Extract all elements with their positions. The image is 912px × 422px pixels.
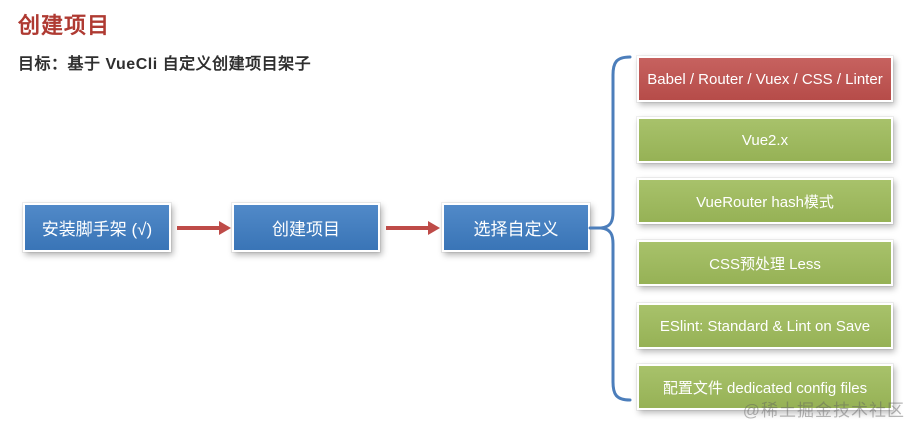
watermark: @稀土掘金技术社区 (742, 401, 905, 420)
option-box-router-mode: VueRouter hash模式 (637, 178, 893, 224)
option-box-vue-version: Vue2.x (637, 117, 893, 163)
step-label: 选择自定义 (473, 220, 559, 239)
option-label: CSS预处理 Less (709, 255, 821, 273)
option-box-config-files: 配置文件 dedicated config files (637, 364, 893, 410)
option-label: ESlint: Standard & Lint on Save (659, 317, 871, 335)
step-label: 创建项目 (272, 220, 340, 239)
goal-subtitle: 目标：基于 VueCli 自定义创建项目架子 (18, 56, 312, 73)
page-title: 创建项目 (18, 13, 111, 38)
option-label: VueRouter hash模式 (696, 193, 834, 211)
step-label: 安装脚手架 (√) (41, 220, 153, 239)
curly-brace (588, 55, 632, 402)
option-box-css-preprocessor: CSS预处理 Less (637, 240, 893, 286)
step-box-select-custom: 选择自定义 (442, 203, 590, 252)
option-box-eslint: ESlint: Standard & Lint on Save (637, 303, 893, 349)
option-box-features: Babel / Router / Vuex / CSS / Linter (637, 56, 893, 102)
step-box-install-scaffold: 安装脚手架 (√) (23, 203, 171, 252)
flow-arrow-1-head (219, 221, 231, 235)
option-label: 配置文件 dedicated config files (662, 379, 868, 397)
step-box-create-project: 创建项目 (232, 203, 380, 252)
option-label: Babel / Router / Vuex / CSS / Linter (647, 70, 883, 88)
flow-arrow-2-head (428, 221, 440, 235)
option-label: Vue2.x (741, 131, 789, 149)
